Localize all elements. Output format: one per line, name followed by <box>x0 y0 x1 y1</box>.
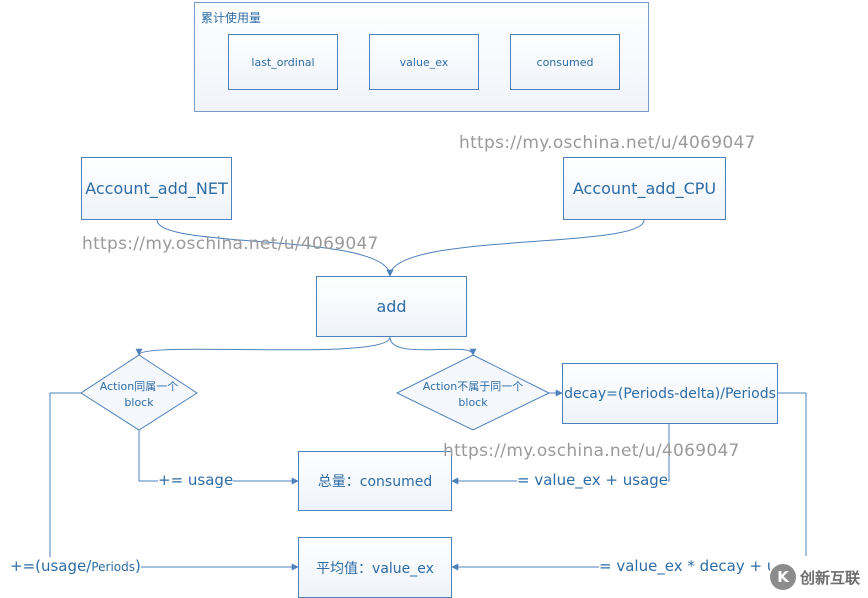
node-decay: decay=(Periods-delta)/Periods <box>562 363 778 424</box>
same-block-line-2: block <box>124 396 154 409</box>
node-average-value-ex: 平均值：value_ex <box>298 537 452 598</box>
edge-cpu-add <box>386 219 645 277</box>
usage-periods-small: Periods <box>91 560 135 574</box>
node-account-add-net: Account_add_NET <box>81 157 232 220</box>
edge-label-usage-periods: +=(usage/Periods) <box>10 557 141 575</box>
edge-label-decay-formula: = value_ex * decay + u <box>599 557 777 575</box>
diff-block-diamond <box>395 354 551 431</box>
field-value-ex: value_ex <box>369 34 479 90</box>
field-consumed: consumed <box>510 34 620 90</box>
diff-block-label: Action不属于同一个 block <box>397 379 549 411</box>
edge-add-same <box>135 336 391 356</box>
field-last-ordinal: last_ordinal <box>228 34 338 90</box>
edge-net-add <box>156 219 394 277</box>
node-add: add <box>316 276 467 337</box>
diff-block-line-1: Action不属于同一个 <box>422 380 524 393</box>
diff-block-line-2: block <box>458 396 488 409</box>
edge-add-diff <box>389 336 477 356</box>
edge-same-avg <box>49 392 299 571</box>
watermark-1: https://my.oschina.net/u/4069047 <box>459 133 756 153</box>
node-account-add-cpu: Account_add_CPU <box>563 157 726 220</box>
usage-periods-prefix: +=(usage/ <box>10 557 92 575</box>
edge-label-plus-usage: += usage <box>158 471 234 489</box>
watermark-2: https://my.oschina.net/u/4069047 <box>82 234 379 254</box>
usage-periods-suffix: ) <box>134 557 141 575</box>
same-block-label: Action同属一个 block <box>81 379 197 411</box>
node-total-consumed: 总量：consumed <box>298 451 452 511</box>
same-block-line-1: Action同属一个 <box>99 380 179 393</box>
brand-logo: K 创新互联 <box>770 556 868 598</box>
logo-text: 创新互联 <box>800 568 861 587</box>
logo-mark-icon: K <box>770 564 796 590</box>
edge-label-value-plus-usage: = value_ex + usage <box>517 471 669 489</box>
edge-same-consumed <box>138 430 299 485</box>
group-title: 累计使用量 <box>201 11 262 25</box>
watermark-3: https://my.oschina.net/u/4069047 <box>443 441 740 461</box>
